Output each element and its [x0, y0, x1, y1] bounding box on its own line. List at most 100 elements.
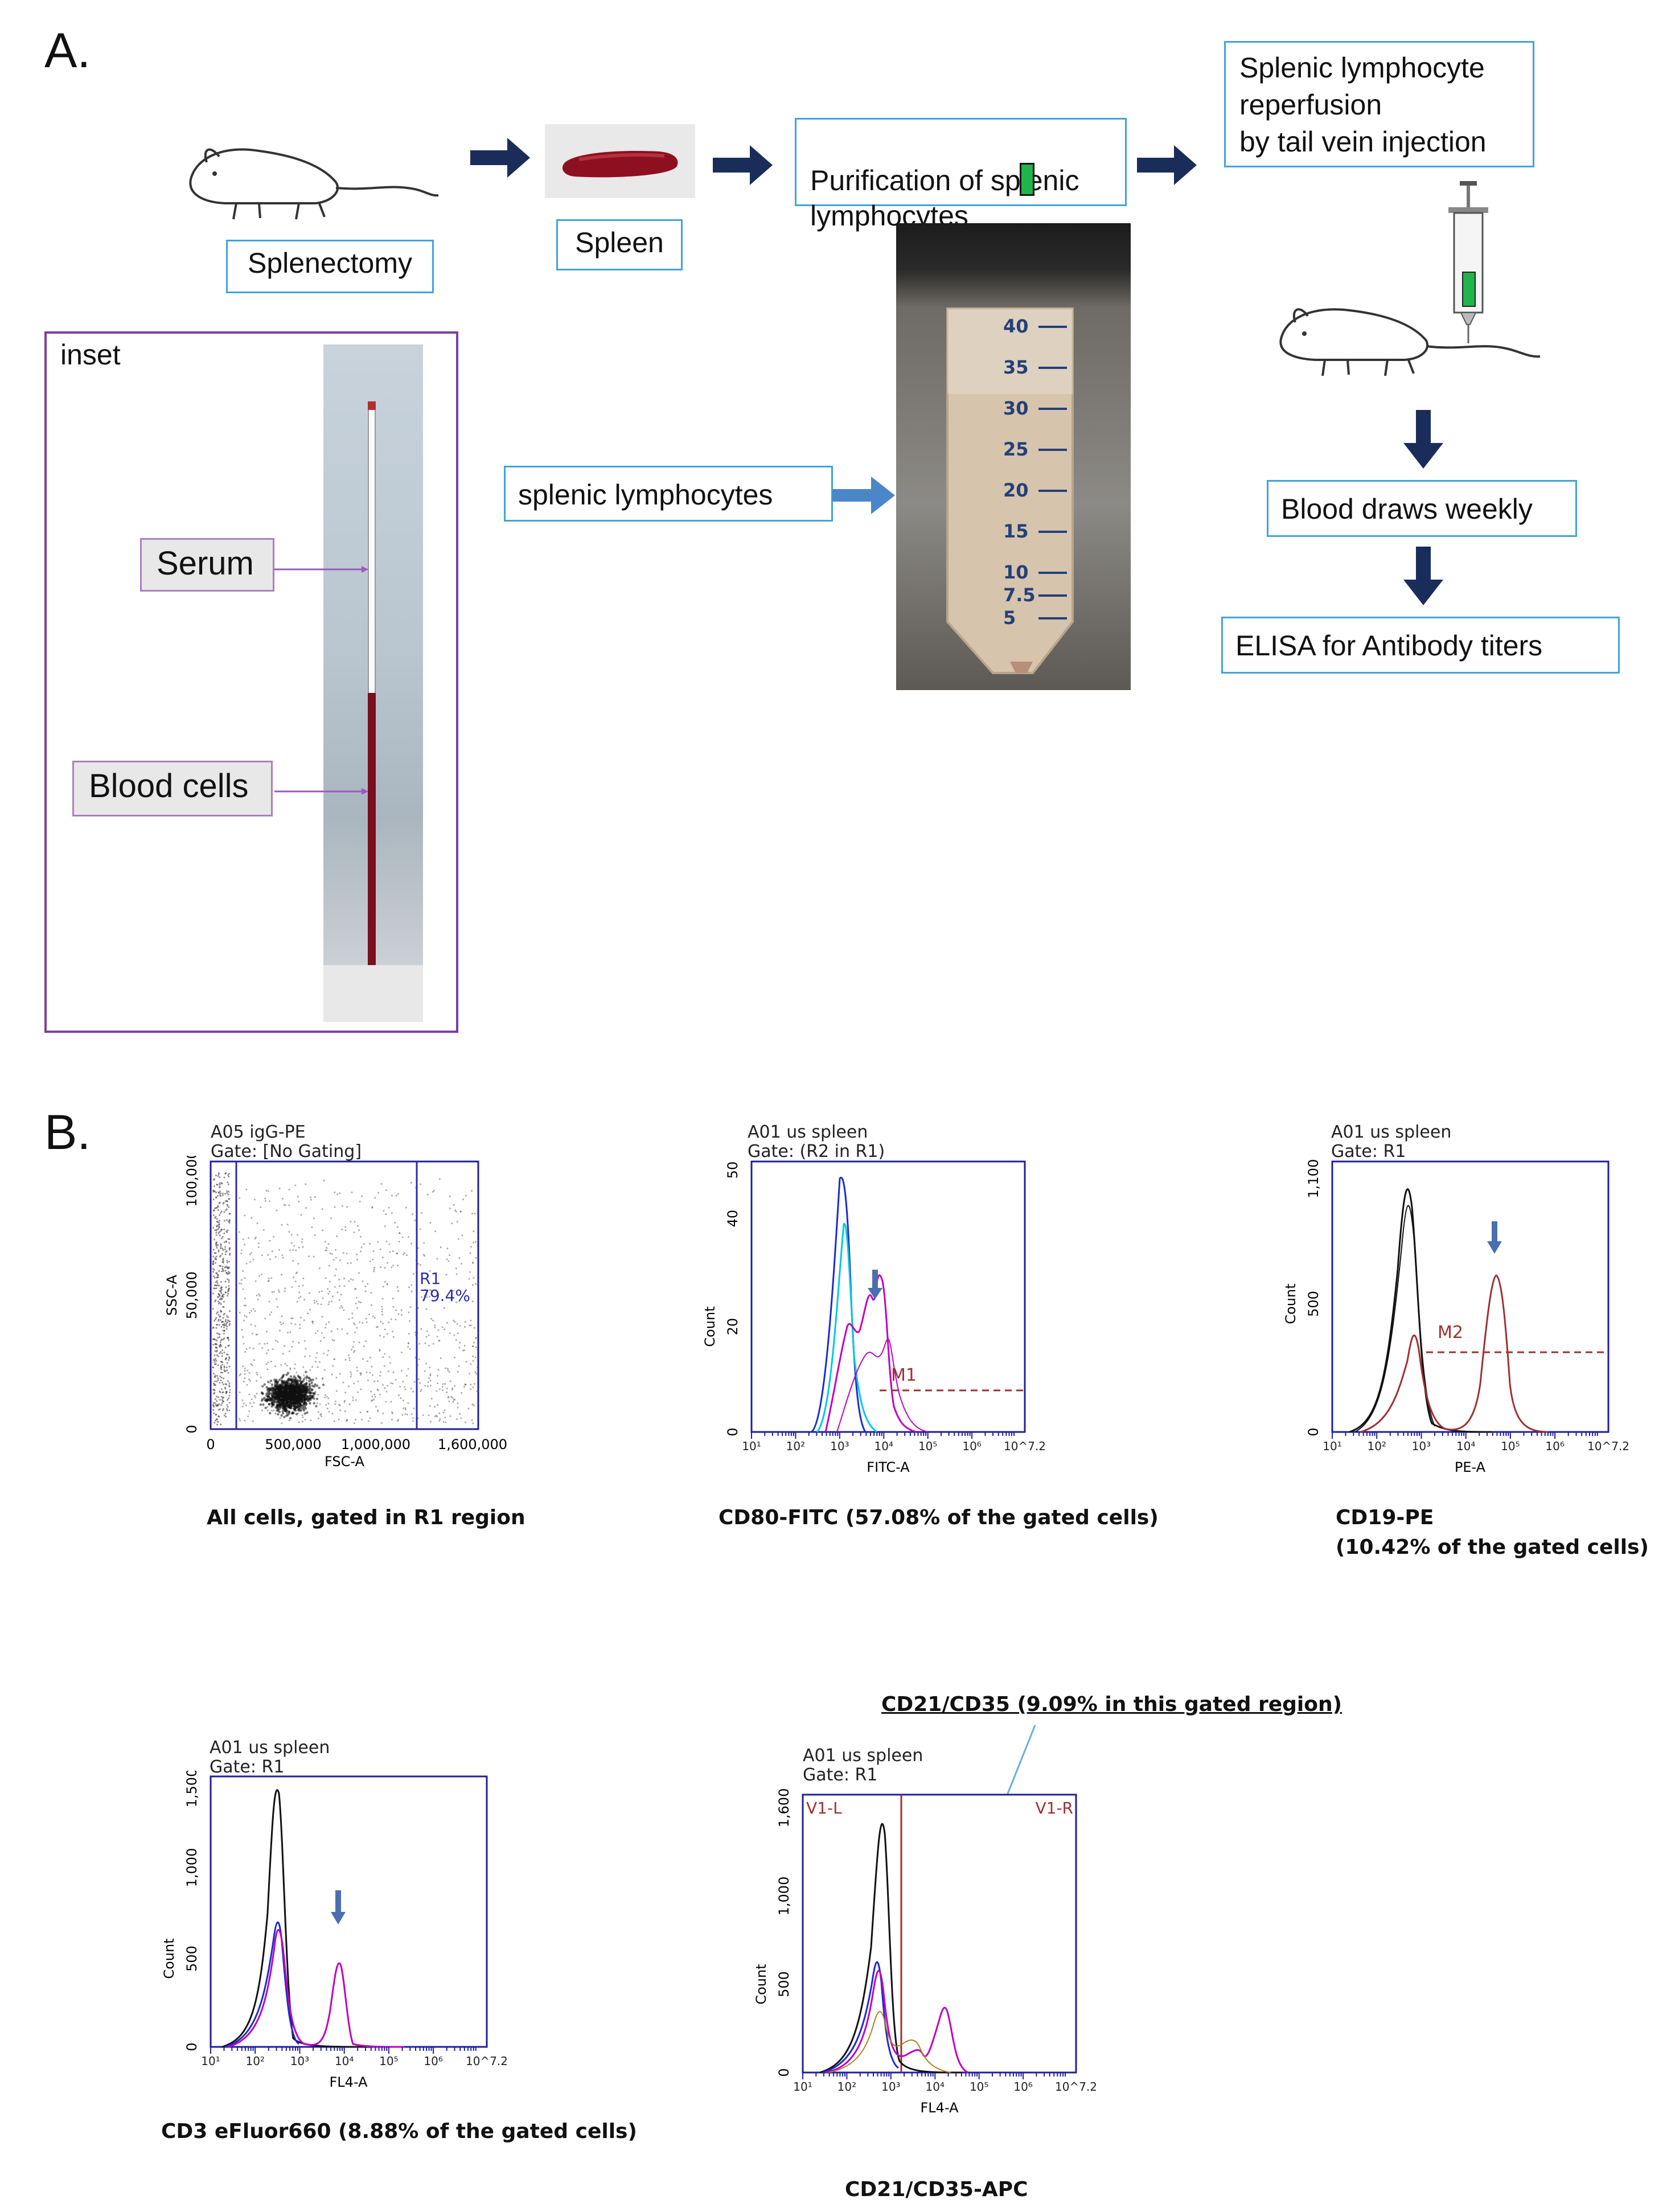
scatter-point: [228, 1385, 231, 1388]
scatter-point: [265, 1189, 268, 1192]
scatter-point: [395, 1378, 397, 1381]
scatter-point: [327, 1288, 329, 1290]
scatter-point: [265, 1363, 268, 1365]
cd3-xtick: 10^7.2: [466, 2054, 508, 2068]
scatter-point: [227, 1183, 229, 1185]
scatter-point: [457, 1332, 459, 1335]
scatter-point: [365, 1318, 367, 1320]
scatter-point: [338, 1299, 340, 1301]
scatter-point: [321, 1332, 323, 1334]
scatter-point: [382, 1356, 384, 1359]
scatter-point: [352, 1346, 354, 1348]
scatter-point: [299, 1296, 302, 1298]
scatter-point: [240, 1279, 243, 1281]
scatter-point: [282, 1257, 284, 1259]
scatter-point: [392, 1298, 394, 1299]
scatter-point: [404, 1409, 407, 1411]
scatter-point: [299, 1404, 303, 1407]
scatter-point: [221, 1194, 224, 1196]
scatter-point: [297, 1412, 299, 1414]
scatter-point: [381, 1311, 383, 1313]
scatter-point: [223, 1337, 225, 1339]
scatter-point: [314, 1302, 315, 1304]
scatter-point: [399, 1385, 401, 1388]
scatter-point: [289, 1378, 293, 1382]
scatter-point: [357, 1391, 359, 1393]
scatter-point: [212, 1271, 214, 1273]
scatter-point: [374, 1396, 376, 1398]
scatter-point: [373, 1266, 375, 1269]
scatter-point: [244, 1419, 246, 1422]
scatter-point: [214, 1208, 216, 1209]
scatter-point: [359, 1372, 362, 1374]
scatter-point: [379, 1371, 381, 1373]
scatter-point: [260, 1376, 262, 1378]
scatter-point: [302, 1366, 305, 1368]
scatter-point: [412, 1417, 414, 1419]
scatter-point: [325, 1323, 327, 1325]
scatter-point: [356, 1366, 358, 1369]
scatter-point: [445, 1274, 447, 1276]
scatter-point: [391, 1266, 393, 1269]
scatter-point: [212, 1402, 215, 1404]
scatter-point: [446, 1368, 449, 1370]
scatter-point: [220, 1247, 222, 1250]
scatter-point: [298, 1388, 302, 1390]
cd3-gate: Gate: R1: [210, 1757, 285, 1777]
scatter-point: [284, 1204, 286, 1206]
scatter-point: [368, 1314, 370, 1316]
scatter-point: [217, 1404, 219, 1406]
scatter-point: [270, 1386, 273, 1389]
scatter-point: [449, 1415, 451, 1417]
scatter-point: [217, 1195, 219, 1197]
scatter-point: [221, 1402, 223, 1405]
scatter-point: [225, 1251, 227, 1253]
scatter-point: [420, 1390, 422, 1393]
scatter-point: [414, 1219, 416, 1221]
scatter-point: [251, 1405, 253, 1407]
scatter-point: [221, 1381, 223, 1384]
scatter-point: [294, 1281, 297, 1283]
scatter-point: [294, 1390, 298, 1393]
scatter-point: [278, 1291, 281, 1293]
scatter-point: [302, 1421, 304, 1423]
scatter-point: [256, 1374, 258, 1376]
tube-graduation-label: 20: [1003, 479, 1029, 501]
tube-graduation-label: 35: [1003, 356, 1029, 378]
cd21-xtick: 10⁵: [970, 2080, 988, 2094]
scatter-point: [323, 1337, 325, 1339]
scatter-point: [219, 1184, 221, 1186]
scatter-point: [437, 1374, 439, 1377]
scatter-point: [265, 1386, 268, 1389]
scatter-point: [254, 1236, 257, 1238]
scatter-point: [385, 1401, 387, 1403]
scatter-point: [463, 1326, 466, 1328]
scatter-point: [274, 1382, 277, 1385]
scatter-point: [392, 1250, 394, 1253]
scatter-point: [212, 1267, 214, 1270]
scatter-point: [222, 1203, 224, 1205]
scatter-point: [392, 1336, 395, 1338]
cd3-xtick: 10²: [245, 2054, 264, 2068]
scatter-point: [214, 1277, 216, 1279]
scatter-point: [391, 1212, 393, 1214]
scatter-point: [216, 1324, 218, 1325]
scatter-point: [335, 1390, 338, 1392]
scatter-point: [397, 1419, 399, 1421]
scatter-point: [272, 1396, 275, 1399]
scatter-point: [264, 1197, 266, 1200]
scatter-point: [311, 1378, 314, 1381]
scatter-point: [244, 1277, 246, 1279]
scatter-point: [428, 1295, 430, 1298]
scatter-point: [381, 1314, 384, 1316]
scatter-point: [212, 1287, 215, 1290]
scatter-point: [470, 1246, 472, 1248]
scatter-point: [244, 1370, 246, 1372]
scatter-point: [301, 1380, 303, 1382]
scatter-point: [315, 1377, 318, 1380]
scatter-point: [228, 1281, 230, 1283]
cd80-ytick: 50: [725, 1162, 741, 1179]
scatter-point: [442, 1421, 445, 1423]
cd21-xtick: 10¹: [793, 2080, 812, 2094]
